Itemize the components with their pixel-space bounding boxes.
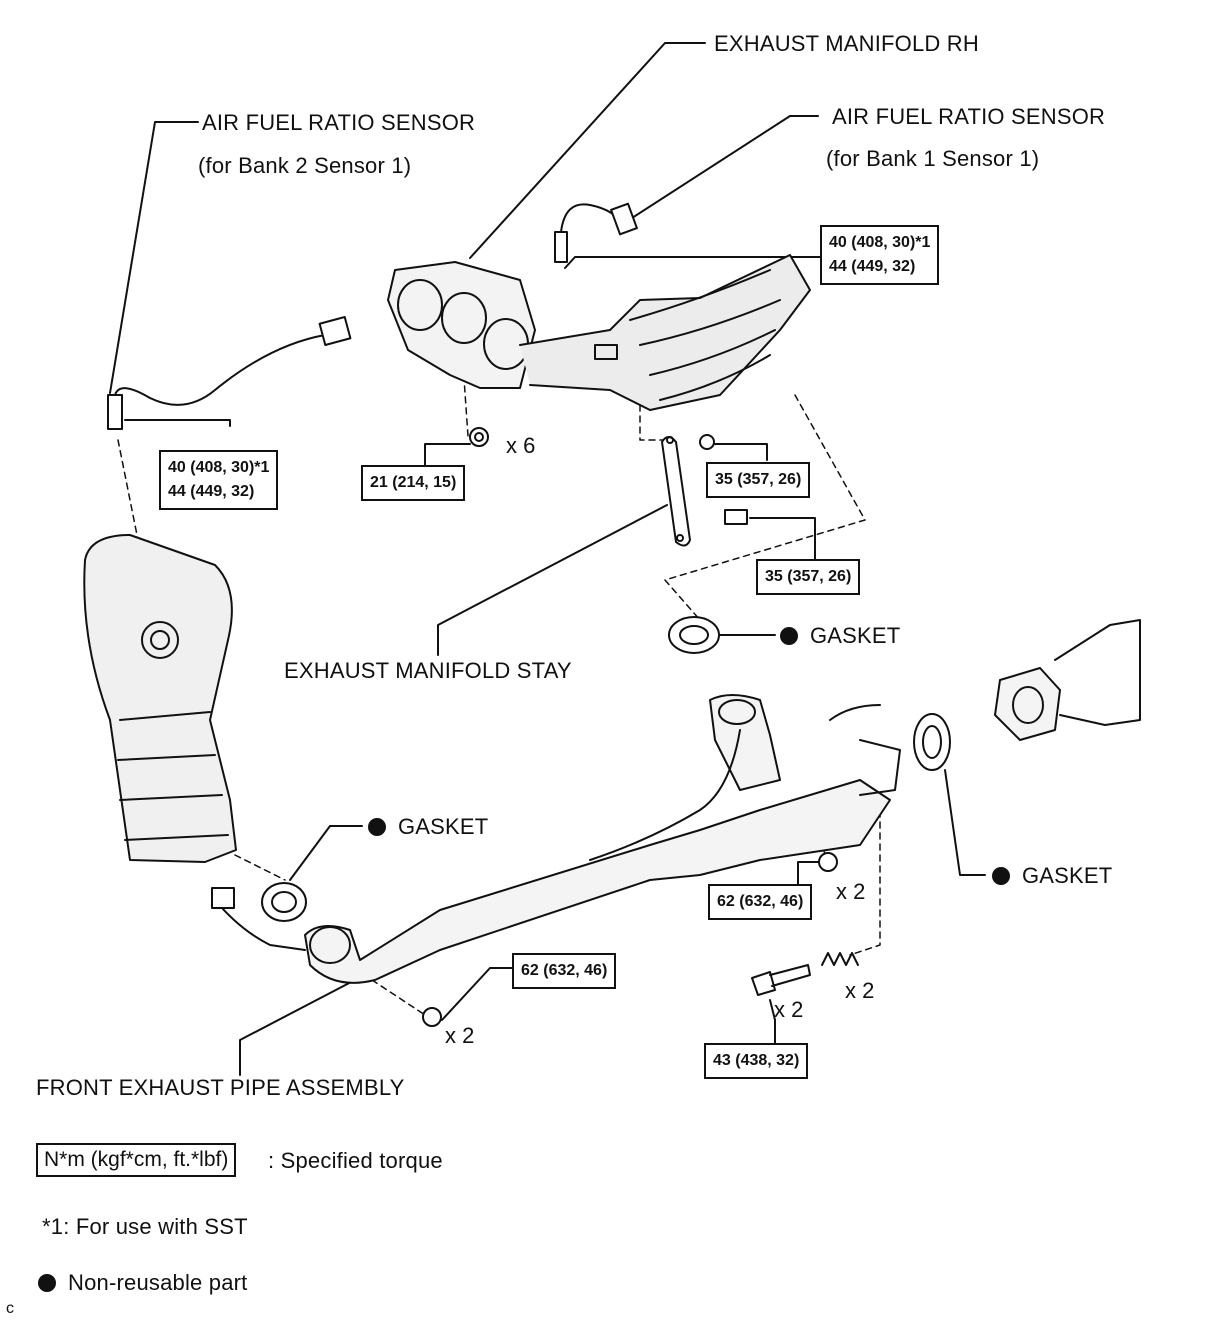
- compression-spring: [821, 952, 859, 966]
- qty-manifold-nut: x 6: [506, 433, 536, 458]
- legend-unit-box: N*m (kgf*cm, ft.*lbf): [36, 1143, 237, 1177]
- label-af-sensor-bank2: AIR FUEL RATIO SENSOR: [202, 110, 476, 135]
- legend-unit-text: : Specified torque: [268, 1148, 443, 1173]
- gasket-upper: [668, 616, 720, 654]
- qty-spring: x 2: [845, 978, 875, 1003]
- bank1-sensor: [554, 202, 638, 263]
- torque-box-pipe-nut-rear: 62 (632, 46): [708, 884, 813, 920]
- label-front-exhaust-pipe: FRONT EXHAUST PIPE ASSEMBLY: [36, 1075, 405, 1100]
- qty-spring-bolt: x 2: [774, 997, 804, 1022]
- exhaust-manifold-rh: [387, 254, 811, 411]
- non-reusable-dot-icon: [38, 1274, 56, 1292]
- non-reusable-dot-icon: [992, 867, 1010, 885]
- gasket-label-right: GASKET: [992, 863, 1112, 889]
- front-exhaust-pipe-assembly: [211, 694, 901, 984]
- torque-box-manifold-nut: 21 (214, 15): [361, 465, 466, 501]
- torque-box-stay-nut: 35 (357, 26): [706, 462, 811, 498]
- legend-non-reusable: Non-reusable part: [38, 1270, 248, 1296]
- corner-mark: c: [6, 1300, 15, 1317]
- rear-flange: [994, 619, 1141, 741]
- gasket-label-lower-left: GASKET: [368, 814, 488, 840]
- spring-bolt: [751, 964, 811, 996]
- non-reusable-dot-icon: [368, 818, 386, 836]
- pipe-nut-rear: [818, 852, 838, 872]
- exhaust-manifold-stay: [661, 434, 748, 547]
- exhaust-manifold-lh: [83, 534, 237, 863]
- label-af-sensor-bank1: AIR FUEL RATIO SENSOR: [832, 104, 1106, 129]
- qty-pipe-nut-front: x 2: [445, 1023, 475, 1048]
- gasket-label-upper: GASKET: [780, 623, 900, 649]
- label-exhaust-manifold-stay: EXHAUST MANIFOLD STAY: [284, 658, 572, 683]
- torque-box-pipe-nut-front: 62 (632, 46): [512, 953, 617, 989]
- pipe-nut-front: [422, 1007, 442, 1027]
- label-af-sensor-bank1-sub: (for Bank 1 Sensor 1): [826, 146, 1040, 171]
- torque-box-spring-bolt: 43 (438, 32): [704, 1043, 809, 1079]
- manifold-nut: [469, 427, 489, 447]
- torque-box-stay-bolt: 35 (357, 26): [756, 559, 861, 595]
- legend-note-sst: *1: For use with SST: [42, 1214, 248, 1239]
- non-reusable-dot-icon: [780, 627, 798, 645]
- qty-pipe-nut-rear: x 2: [836, 879, 866, 904]
- label-exhaust-manifold-rh: EXHAUST MANIFOLD RH: [714, 31, 979, 56]
- label-af-sensor-bank2-sub: (for Bank 2 Sensor 1): [198, 153, 412, 178]
- gasket-right: [913, 713, 951, 771]
- bank2-sensor: [107, 316, 352, 430]
- gasket-lower-left: [261, 882, 307, 922]
